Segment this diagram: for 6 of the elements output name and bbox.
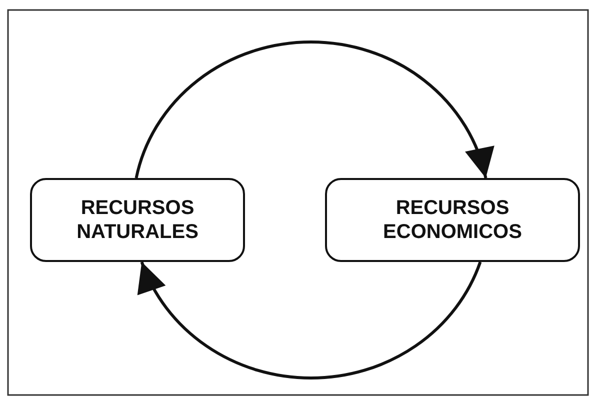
node-label: RECURSOS NATURALES — [76, 196, 200, 244]
arrow — [134, 40, 492, 178]
arrow — [140, 261, 482, 380]
node-label: RECURSOS ECONOMICOS — [382, 196, 523, 244]
rounded-box — [325, 178, 580, 262]
rounded-box — [30, 178, 245, 262]
